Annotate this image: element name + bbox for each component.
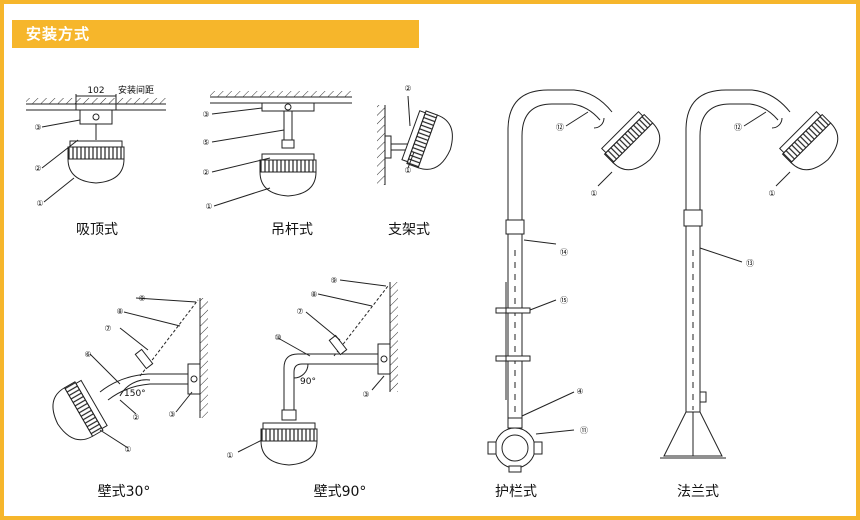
caption-guardrail: 护栏式 <box>495 484 537 500</box>
guardrail-mount-drawing <box>487 89 671 473</box>
callout-8: ⑧ <box>116 307 123 316</box>
callout-12: ⑫ <box>556 123 564 132</box>
callout-2: ② <box>34 164 41 173</box>
ceiling-mount-drawing <box>26 94 166 203</box>
wall-90-mount-drawing <box>237 279 398 466</box>
caption-ceiling: 吸顶式 <box>76 222 118 238</box>
callout-1: ① <box>36 199 43 208</box>
callout-10: ⑩ <box>274 333 281 342</box>
callout-1: ① <box>404 166 411 175</box>
angle-90-label: 90° <box>300 377 316 387</box>
callout-9: ⑨ <box>138 294 145 303</box>
callout-1: ① <box>590 189 597 198</box>
callout-3: ③ <box>362 390 369 399</box>
caption-wall-30: 壁式30° <box>98 484 151 500</box>
callout-1: ① <box>205 202 212 211</box>
callout-15: ⑮ <box>560 296 568 305</box>
callout-8: ⑧ <box>310 290 317 299</box>
bracket-mount-drawing <box>377 95 461 185</box>
callout-2: ② <box>132 413 139 422</box>
callout-13: ⑬ <box>746 259 754 268</box>
callout-3: ③ <box>202 110 209 119</box>
spacing-label: 安装间距 <box>118 84 154 96</box>
section-title: 安装方式 <box>26 25 91 43</box>
callout-2: ② <box>202 168 209 177</box>
caption-pendant: 吊杆式 <box>271 222 313 238</box>
angle-150-label: 150° <box>124 389 146 399</box>
callout-12: ⑫ <box>734 123 742 132</box>
callout-2: ② <box>404 84 411 93</box>
callout-14: ⑭ <box>560 248 568 257</box>
flange-mount-drawing <box>660 89 849 459</box>
callout-3: ③ <box>34 123 41 132</box>
wall-30-mount-drawing <box>43 297 208 449</box>
callout-7: ⑦ <box>104 324 111 333</box>
callout-4: ④ <box>576 387 583 396</box>
callout-5: ⑤ <box>202 138 209 147</box>
callout-1: ① <box>768 189 775 198</box>
pendant-mount-drawing <box>210 91 352 207</box>
spacing-value: 102 <box>87 86 104 96</box>
callout-6: ⑥ <box>84 350 91 359</box>
callout-7: ⑦ <box>296 307 303 316</box>
callout-1: ① <box>124 445 131 454</box>
caption-wall-90: 壁式90° <box>314 484 367 500</box>
section-header: 安装方式 <box>12 20 419 48</box>
callout-labels: ③ ② ① ③ ⑤ ② ① ② ① ⑨ ⑧ ⑦ ⑥ ② ③ ① ⑨ ⑧ ⑦ ⑩ … <box>34 84 775 460</box>
callout-3: ③ <box>168 410 175 419</box>
caption-bracket: 支架式 <box>388 222 430 238</box>
callout-9: ⑨ <box>330 276 337 285</box>
callout-11: ⑪ <box>580 426 588 435</box>
callout-1: ① <box>226 451 233 460</box>
caption-flange: 法兰式 <box>677 484 719 500</box>
